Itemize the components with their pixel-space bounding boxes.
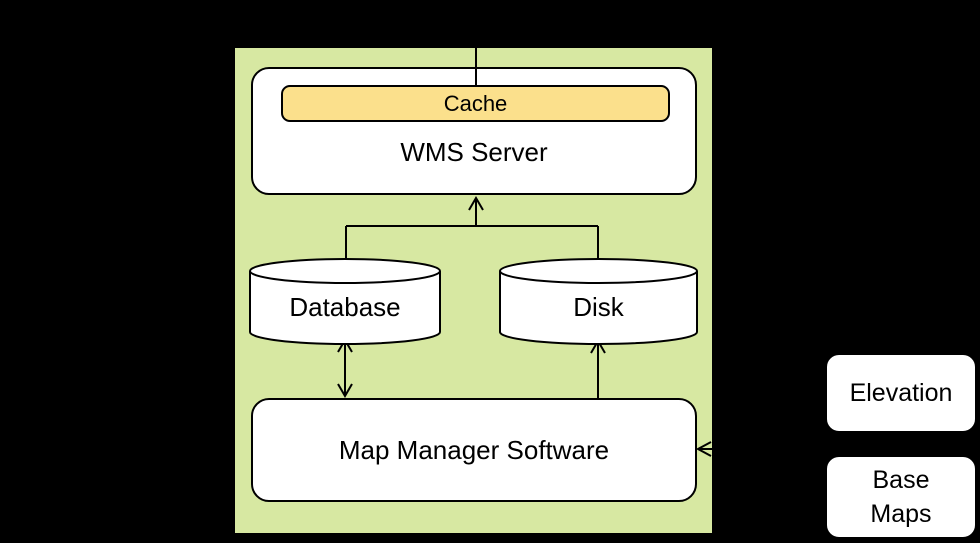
disk-label: Disk — [573, 292, 624, 322]
base-maps-label-line1: Base — [872, 466, 930, 494]
elevation-node: Elevation — [825, 353, 977, 433]
map-manager-label: Map Manager Software — [338, 434, 610, 465]
cache-node: Cache — [281, 85, 670, 122]
map-manager-node: Map Manager Software — [251, 398, 697, 502]
base-maps-node: Base Maps — [825, 455, 977, 539]
cache-label: Cache — [443, 90, 508, 116]
elevation-label: Elevation — [849, 379, 953, 407]
external-right-arrow — [695, 441, 980, 457]
database-label: Database — [289, 292, 401, 322]
wms-server-label: WMS Server — [400, 137, 548, 167]
base-maps-label-line2: Maps — [870, 500, 932, 528]
